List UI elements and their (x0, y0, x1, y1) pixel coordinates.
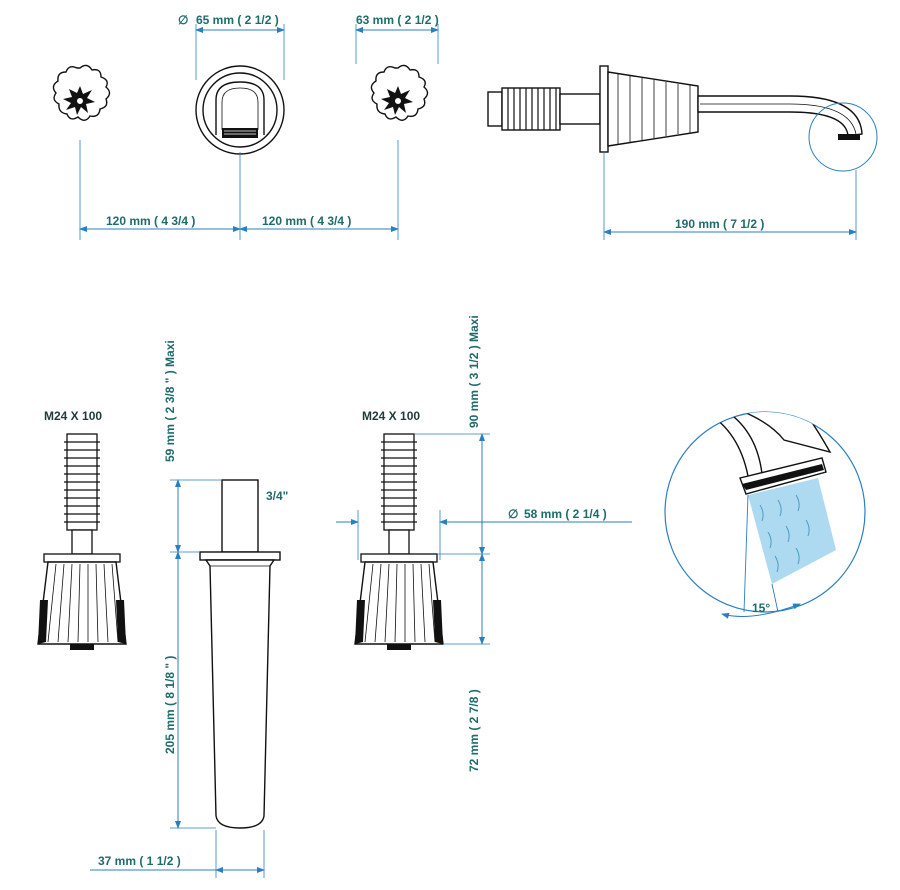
spout-body-side-view (199, 479, 281, 829)
dim-spacing-right: 120 mm ( 4 3/4 ) (262, 214, 351, 228)
dim-valve-diameter: 65 mm ( 2 1/2 ) (196, 13, 279, 27)
valve-body-top-view (195, 65, 285, 155)
dim-shank-max: 59 mm ( 2 3/8 " ) Maxi (163, 340, 177, 462)
dim-body-width: 37 mm ( 1 1/2 ) (98, 854, 181, 868)
dim-spout-length: 190 mm ( 7 1/2 ) (675, 217, 764, 231)
handle-side-view-right (354, 433, 444, 650)
dim-handle-height: 72 mm ( 2 7/8 ) (467, 689, 481, 772)
dim-body-length: 205 mm ( 8 1/8 " ) (163, 656, 177, 754)
dim-spacing-left: 120 mm ( 4 3/4 ) (106, 214, 195, 228)
top-dimension-lines (79, 24, 857, 240)
thread-label-right: M24 X 100 (362, 409, 420, 423)
dim-handle-shank-max: 90 mm ( 3 1/2 ) Maxi (467, 315, 481, 428)
dim-spray-angle: 15° (752, 601, 770, 615)
right-dimension-lines (336, 433, 632, 645)
thread-label-left: M24 X 100 (44, 409, 102, 423)
thread-size-label: 3/4" (266, 489, 288, 503)
dim-flange-diameter: 58 mm ( 2 1/4 ) (524, 507, 607, 521)
left-handle-top-view (52, 64, 111, 121)
spray-detail-circle (664, 411, 866, 619)
right-handle-top-view (370, 64, 429, 121)
dim-handle-width: 63 mm ( 2 1/2 ) (356, 13, 439, 27)
center-dimension-lines (90, 479, 265, 878)
diameter-symbol-flange: ∅ (508, 507, 518, 521)
spout-side-view (487, 65, 878, 172)
diameter-symbol-top: ∅ (178, 13, 188, 27)
handle-side-view-left (37, 433, 127, 650)
